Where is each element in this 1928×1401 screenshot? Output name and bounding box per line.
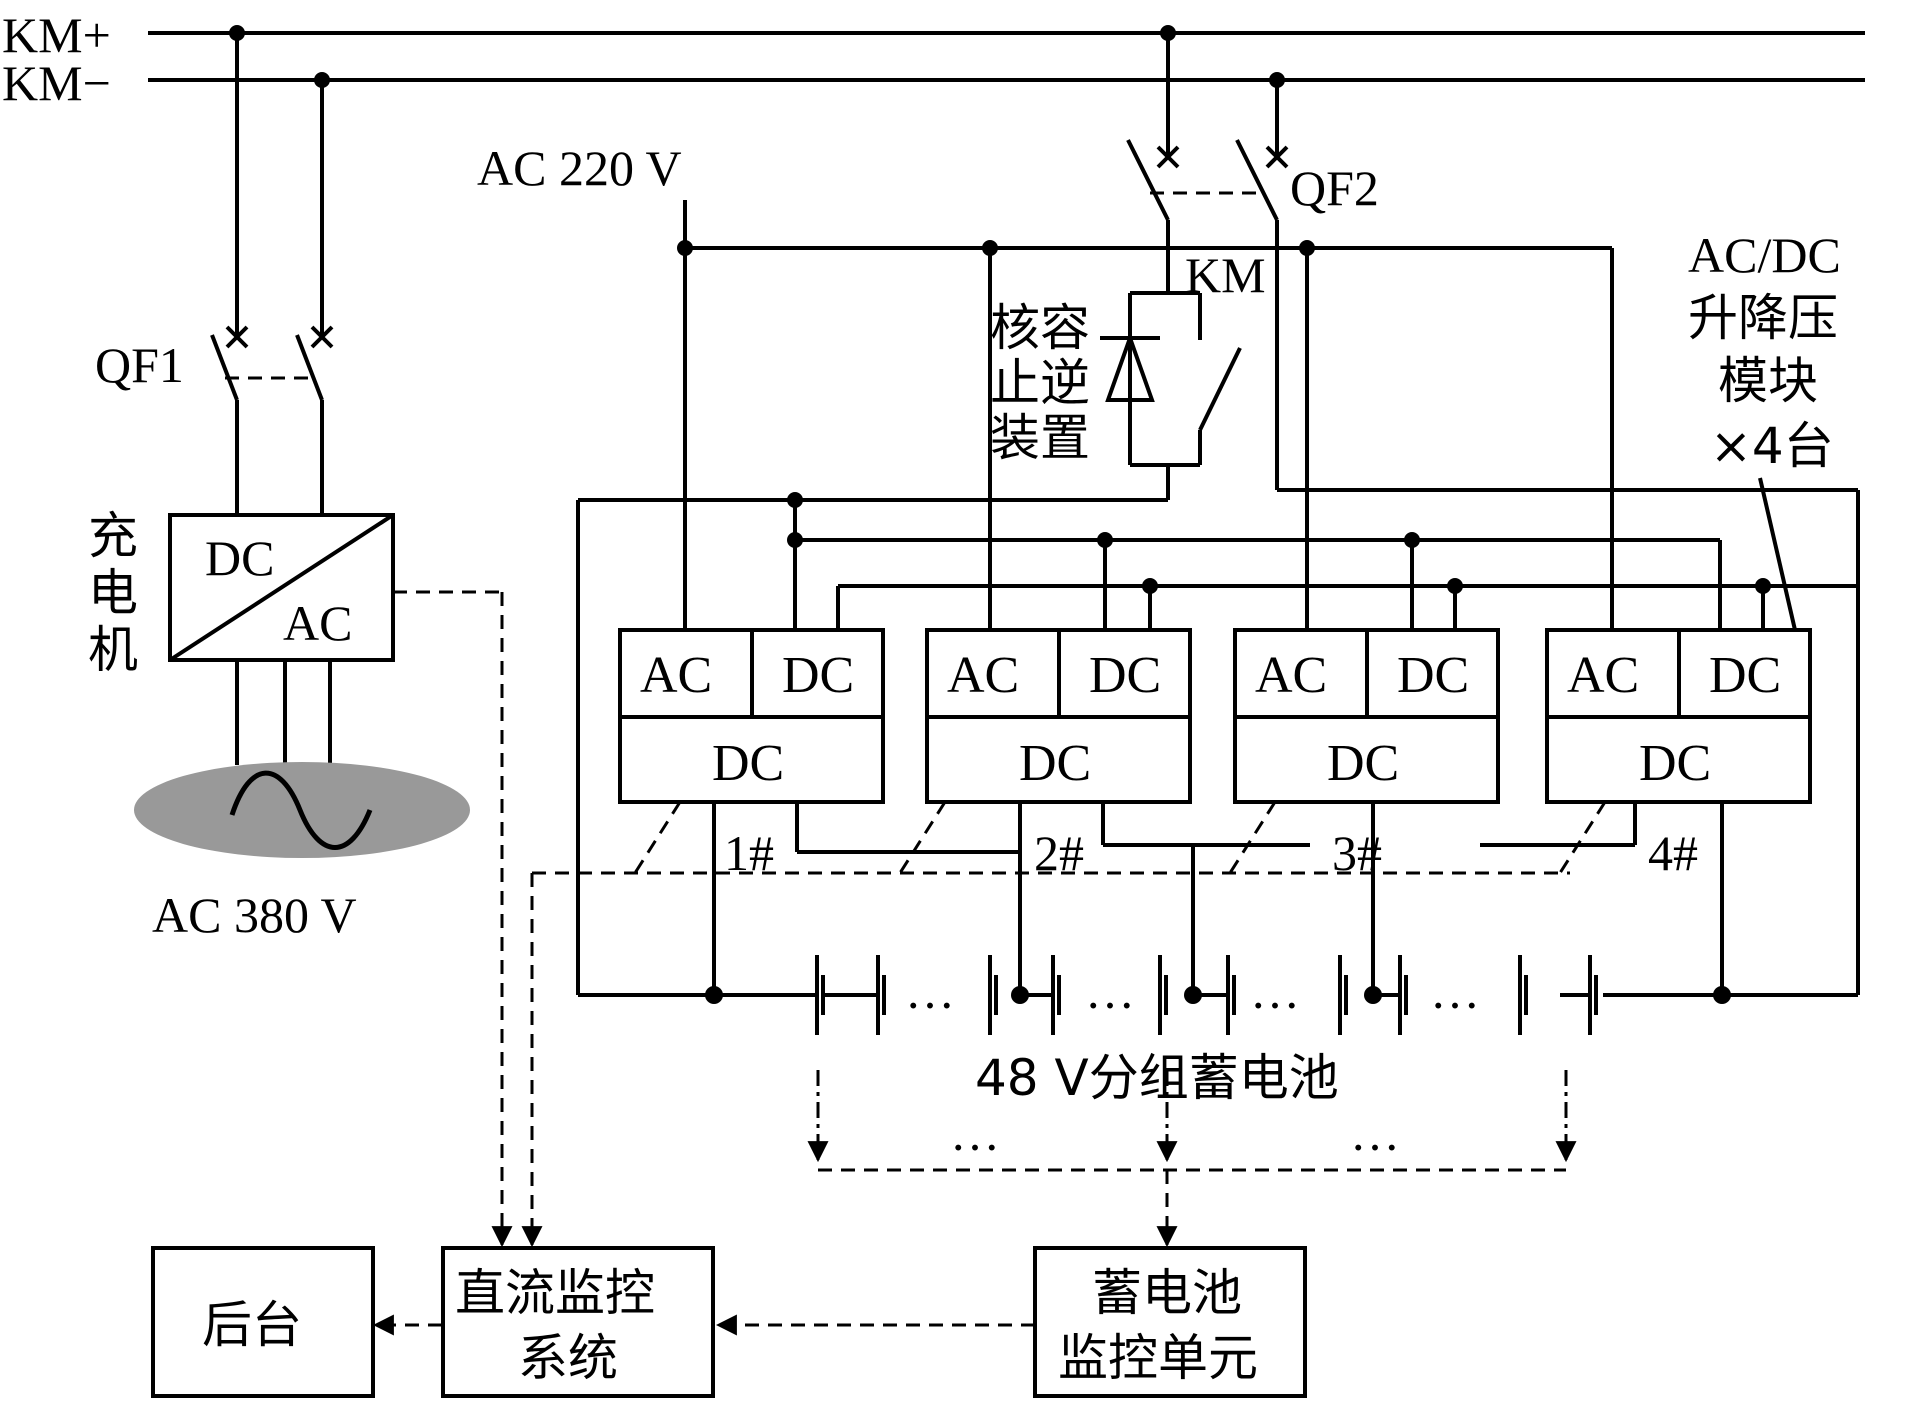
qf1-blade	[210, 334, 239, 401]
charger-label-1: 充	[88, 507, 138, 565]
charger-label-2: 电	[88, 564, 138, 622]
wire-segment	[1558, 801, 1607, 874]
module-note-line1: AC/DC	[1688, 227, 1841, 283]
module-note-line2: 升降压	[1688, 289, 1838, 347]
wire-segment	[1364, 986, 1382, 1004]
charger-branch: QF1 DC AC 充 电 机 AC 380 V	[88, 25, 470, 943]
backend-label: 后台	[202, 1296, 302, 1354]
module-ac-label: AC	[947, 647, 1019, 704]
battery-ellipsis: …	[905, 963, 955, 1019]
module-4-id: 4#	[1648, 825, 1698, 881]
battery-string: … … … … 48 V分组蓄电池	[578, 955, 1858, 1107]
battery-ellipsis: …	[1085, 963, 1135, 1019]
wire-segment	[1011, 986, 1029, 1004]
charger-label-3: 机	[88, 621, 138, 679]
wire-segment	[229, 770, 373, 850]
backend-box: 后台	[151, 1246, 375, 1398]
wire-segment	[1265, 145, 1289, 169]
module-dc-top-label: DC	[1709, 647, 1781, 704]
module-4: AC DC DC	[1545, 628, 1812, 804]
ac220-label: AC 220 V	[477, 140, 682, 196]
module-ac-label: AC	[640, 647, 712, 704]
monitor-ellipsis: …	[950, 1105, 1000, 1161]
wire-segment	[151, 1246, 375, 1398]
battery-monitor-box: 蓄电池 监控单元	[1033, 1246, 1307, 1398]
km-label: KM	[1185, 247, 1266, 303]
wire-segment	[1156, 145, 1180, 169]
battery-monitor-label-2: 监控单元	[1058, 1329, 1258, 1387]
battery-ellipsis: …	[1250, 963, 1300, 1019]
wire-segment	[1758, 477, 1797, 631]
wire-segment	[441, 1246, 715, 1398]
charger-dc-label: DC	[205, 530, 274, 586]
monitor-ellipsis: …	[1350, 1105, 1400, 1161]
module-dc-top-label: DC	[1397, 647, 1469, 704]
dc-monitor-label-2: 系统	[518, 1329, 618, 1387]
wire-segment	[310, 325, 334, 349]
dc-bus: KM+ KM−	[2, 7, 1865, 111]
module-note-line3: 模块	[1718, 352, 1818, 410]
qf2-blade	[1126, 139, 1170, 221]
module-note-line4: ×4台	[1710, 417, 1834, 475]
qf1-blade	[295, 334, 324, 401]
module-dc-top-label: DC	[782, 647, 854, 704]
reverse-device-line3: 装置	[990, 409, 1090, 467]
communication-lines: … …	[372, 590, 1607, 1336]
module-note: AC/DC 升降压 模块 ×4台	[1688, 227, 1841, 631]
module-dc-label: DC	[712, 735, 784, 792]
bus-negative-label: KM−	[2, 55, 111, 111]
dc-monitor-label-1: 直流监控	[455, 1264, 655, 1322]
module-ac-label: AC	[1567, 647, 1639, 704]
module-dc-top-label: DC	[1089, 647, 1161, 704]
wire-segment	[1228, 801, 1277, 874]
wire-segment	[677, 240, 693, 256]
diode-icon	[1105, 332, 1155, 402]
wire-segment	[168, 513, 395, 662]
wire-segment	[787, 532, 803, 548]
battery-monitor-label-1: 蓄电池	[1092, 1264, 1242, 1322]
reverse-device-line2: 止逆	[990, 354, 1090, 412]
wire-segment	[225, 325, 249, 349]
dc-monitor-box: 直流监控 系统	[441, 1246, 715, 1398]
wire-segment	[1299, 240, 1315, 256]
ac380-label: AC 380 V	[152, 887, 357, 943]
wire-segment	[705, 986, 723, 1004]
module-ac-label: AC	[1255, 647, 1327, 704]
module-dc-label: DC	[1639, 735, 1711, 792]
ac220-supply: AC 220 V	[477, 140, 1614, 630]
module-dc-label: DC	[1019, 735, 1091, 792]
wire-segment	[633, 801, 682, 874]
wire-segment	[1033, 1246, 1307, 1398]
bus-positive-label: KM+	[2, 7, 111, 63]
wire-segment	[1713, 986, 1731, 1004]
qf2-branch: QF2 KM 核容 止逆 装置	[576, 25, 1860, 995]
module-1: AC DC DC	[618, 628, 885, 804]
wire-segment	[1184, 986, 1202, 1004]
charger-ac-label: AC	[283, 595, 352, 651]
qf2-label: QF2	[1290, 160, 1379, 216]
module-dc-bus	[787, 240, 1858, 630]
module-dc-label: DC	[1327, 735, 1399, 792]
wire-segment	[898, 801, 947, 874]
module-2: AC DC DC	[925, 628, 1192, 804]
reverse-device-line1: 核容	[990, 299, 1090, 357]
battery-ellipsis: …	[1430, 963, 1480, 1019]
module-outputs: 1# 2# 3# 4#	[712, 802, 1724, 995]
km-contact	[1198, 347, 1242, 431]
module-3: AC DC DC	[1233, 628, 1500, 804]
battery-label: 48 V分组蓄电池	[975, 1049, 1339, 1107]
qf1-label: QF1	[95, 337, 184, 393]
qf2-blade	[1235, 139, 1279, 221]
